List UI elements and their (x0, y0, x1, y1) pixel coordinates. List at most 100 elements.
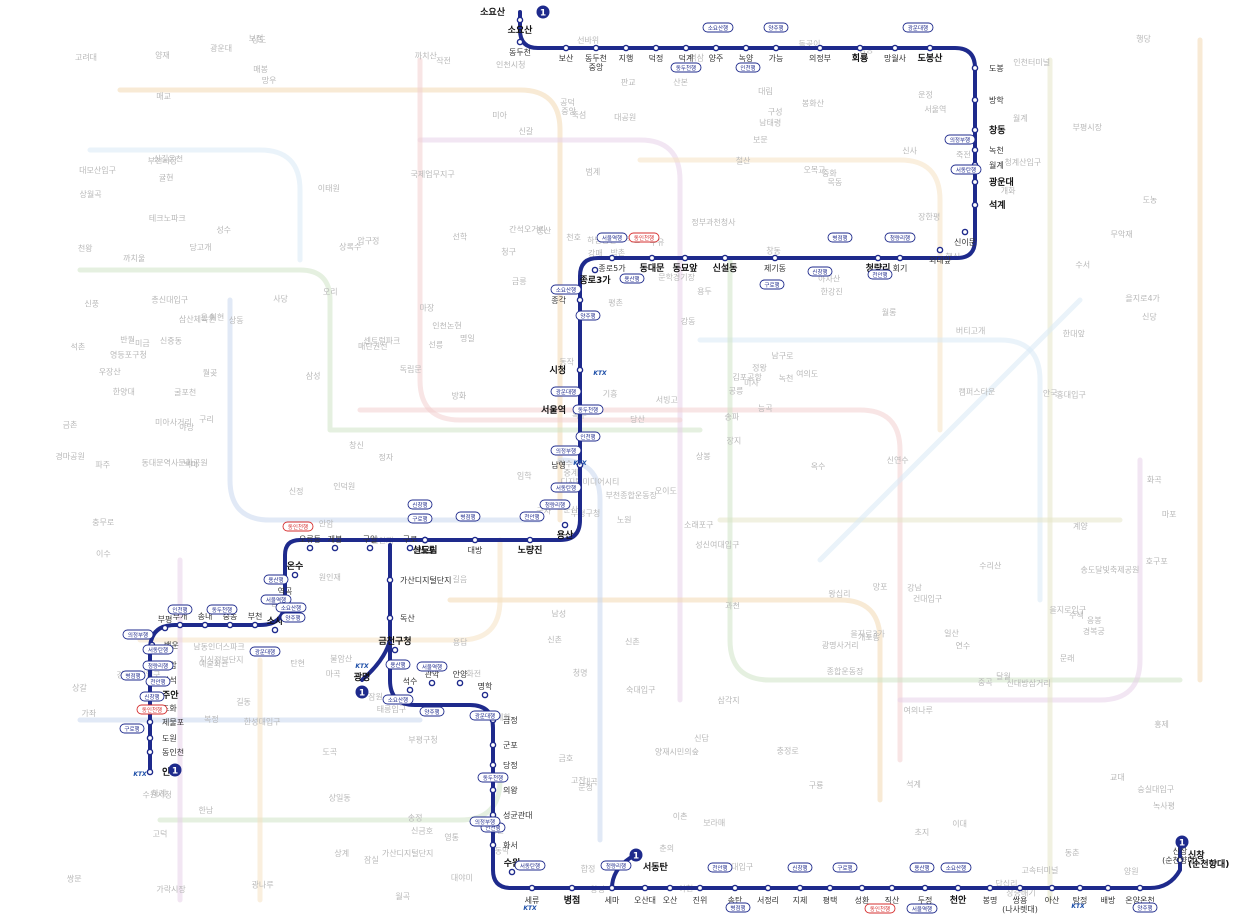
station-marker[interactable] (562, 44, 570, 52)
station-marker[interactable] (481, 691, 489, 699)
station-marker[interactable] (971, 146, 979, 154)
station-marker[interactable] (816, 44, 824, 52)
station-marker[interactable] (331, 544, 339, 552)
station-marker[interactable] (971, 178, 979, 186)
station-marker[interactable] (146, 768, 154, 776)
station-marker[interactable] (516, 38, 524, 46)
station-marker[interactable] (1016, 884, 1024, 892)
station-label: 온수 (287, 561, 304, 572)
station-marker[interactable] (696, 884, 704, 892)
station-marker[interactable] (568, 884, 576, 892)
station-marker[interactable] (648, 254, 656, 262)
station-marker[interactable] (888, 884, 896, 892)
station-marker[interactable] (858, 884, 866, 892)
station-marker[interactable] (576, 296, 584, 304)
station-marker[interactable] (971, 201, 979, 209)
station-marker[interactable] (891, 44, 899, 52)
station-marker[interactable] (146, 734, 154, 742)
station-marker[interactable] (608, 884, 616, 892)
station-marker[interactable] (1048, 884, 1056, 892)
background-station-label: 돌곶이 (798, 39, 820, 49)
station-marker[interactable] (1104, 884, 1112, 892)
station-marker[interactable] (986, 884, 994, 892)
station-marker[interactable] (731, 884, 739, 892)
station-marker[interactable] (622, 44, 630, 52)
station-marker[interactable] (176, 621, 184, 629)
station-marker[interactable] (406, 544, 414, 552)
station-marker[interactable] (516, 16, 524, 24)
station-marker[interactable] (226, 621, 234, 629)
station-marker[interactable] (489, 741, 497, 749)
station-marker[interactable] (1136, 884, 1144, 892)
station-marker[interactable] (721, 254, 729, 262)
station-label: 서울역 (541, 404, 566, 416)
station-marker[interactable] (306, 544, 314, 552)
station-label: 동대문 (640, 262, 665, 274)
station-marker[interactable] (291, 571, 299, 579)
station-marker[interactable] (251, 621, 259, 629)
station-marker[interactable] (1176, 856, 1184, 864)
station-marker[interactable] (386, 576, 394, 584)
station-marker[interactable] (386, 614, 394, 622)
station-marker[interactable] (641, 884, 649, 892)
station-marker[interactable] (406, 686, 414, 694)
station-marker[interactable] (666, 884, 674, 892)
station-marker[interactable] (421, 536, 429, 544)
station-marker[interactable] (896, 254, 904, 262)
station-marker[interactable] (1076, 884, 1084, 892)
background-station-label: 왕십리 (828, 589, 850, 598)
station-marker[interactable] (681, 254, 689, 262)
station-marker[interactable] (796, 884, 804, 892)
station-marker[interactable] (576, 366, 584, 374)
direction-badge-label: 구로행 (837, 864, 852, 872)
station-marker[interactable] (161, 624, 169, 632)
station-marker[interactable] (856, 44, 864, 52)
station-marker[interactable] (428, 679, 436, 687)
station-marker[interactable] (971, 96, 979, 104)
station-marker[interactable] (826, 884, 834, 892)
station-label: 직산 (885, 895, 900, 905)
station-marker[interactable] (921, 884, 929, 892)
station-marker[interactable] (874, 254, 882, 262)
line-1-badge-icon (536, 5, 550, 19)
station-marker[interactable] (742, 44, 750, 52)
station-marker[interactable] (391, 646, 399, 654)
background-station-label: 복정 (204, 714, 219, 724)
station-marker[interactable] (271, 626, 279, 634)
station-marker[interactable] (508, 868, 516, 876)
station-marker[interactable] (489, 761, 497, 769)
background-station-label: 충정로 (777, 745, 799, 755)
station-marker[interactable] (489, 841, 497, 849)
background-station-label: 월롱 (882, 307, 897, 317)
station-marker[interactable] (926, 44, 934, 52)
direction-badge-label: 서울역행 (422, 663, 442, 671)
station-marker[interactable] (489, 786, 497, 794)
station-marker[interactable] (712, 44, 720, 52)
station-marker[interactable] (576, 461, 584, 469)
station-marker[interactable] (608, 254, 616, 262)
station-marker[interactable] (456, 679, 464, 687)
direction-badge (707, 862, 733, 873)
background-station-label: 중화 (822, 169, 837, 178)
station-marker[interactable] (366, 544, 374, 552)
station-marker[interactable] (954, 884, 962, 892)
station-marker[interactable] (471, 536, 479, 544)
station-marker[interactable] (764, 884, 772, 892)
station-marker[interactable] (528, 884, 536, 892)
station-marker[interactable] (591, 266, 599, 274)
station-label: 노량진 (518, 544, 543, 556)
station-marker[interactable] (971, 126, 979, 134)
station-marker[interactable] (936, 246, 944, 254)
station-marker[interactable] (771, 254, 779, 262)
station-marker[interactable] (652, 44, 660, 52)
station-marker[interactable] (772, 44, 780, 52)
station-marker[interactable] (146, 718, 154, 726)
station-marker[interactable] (961, 228, 969, 236)
station-marker[interactable] (561, 521, 569, 529)
station-marker[interactable] (682, 44, 690, 52)
station-marker[interactable] (971, 64, 979, 72)
station-marker[interactable] (592, 44, 600, 52)
station-marker[interactable] (526, 536, 534, 544)
station-marker[interactable] (201, 621, 209, 629)
station-marker[interactable] (146, 748, 154, 756)
